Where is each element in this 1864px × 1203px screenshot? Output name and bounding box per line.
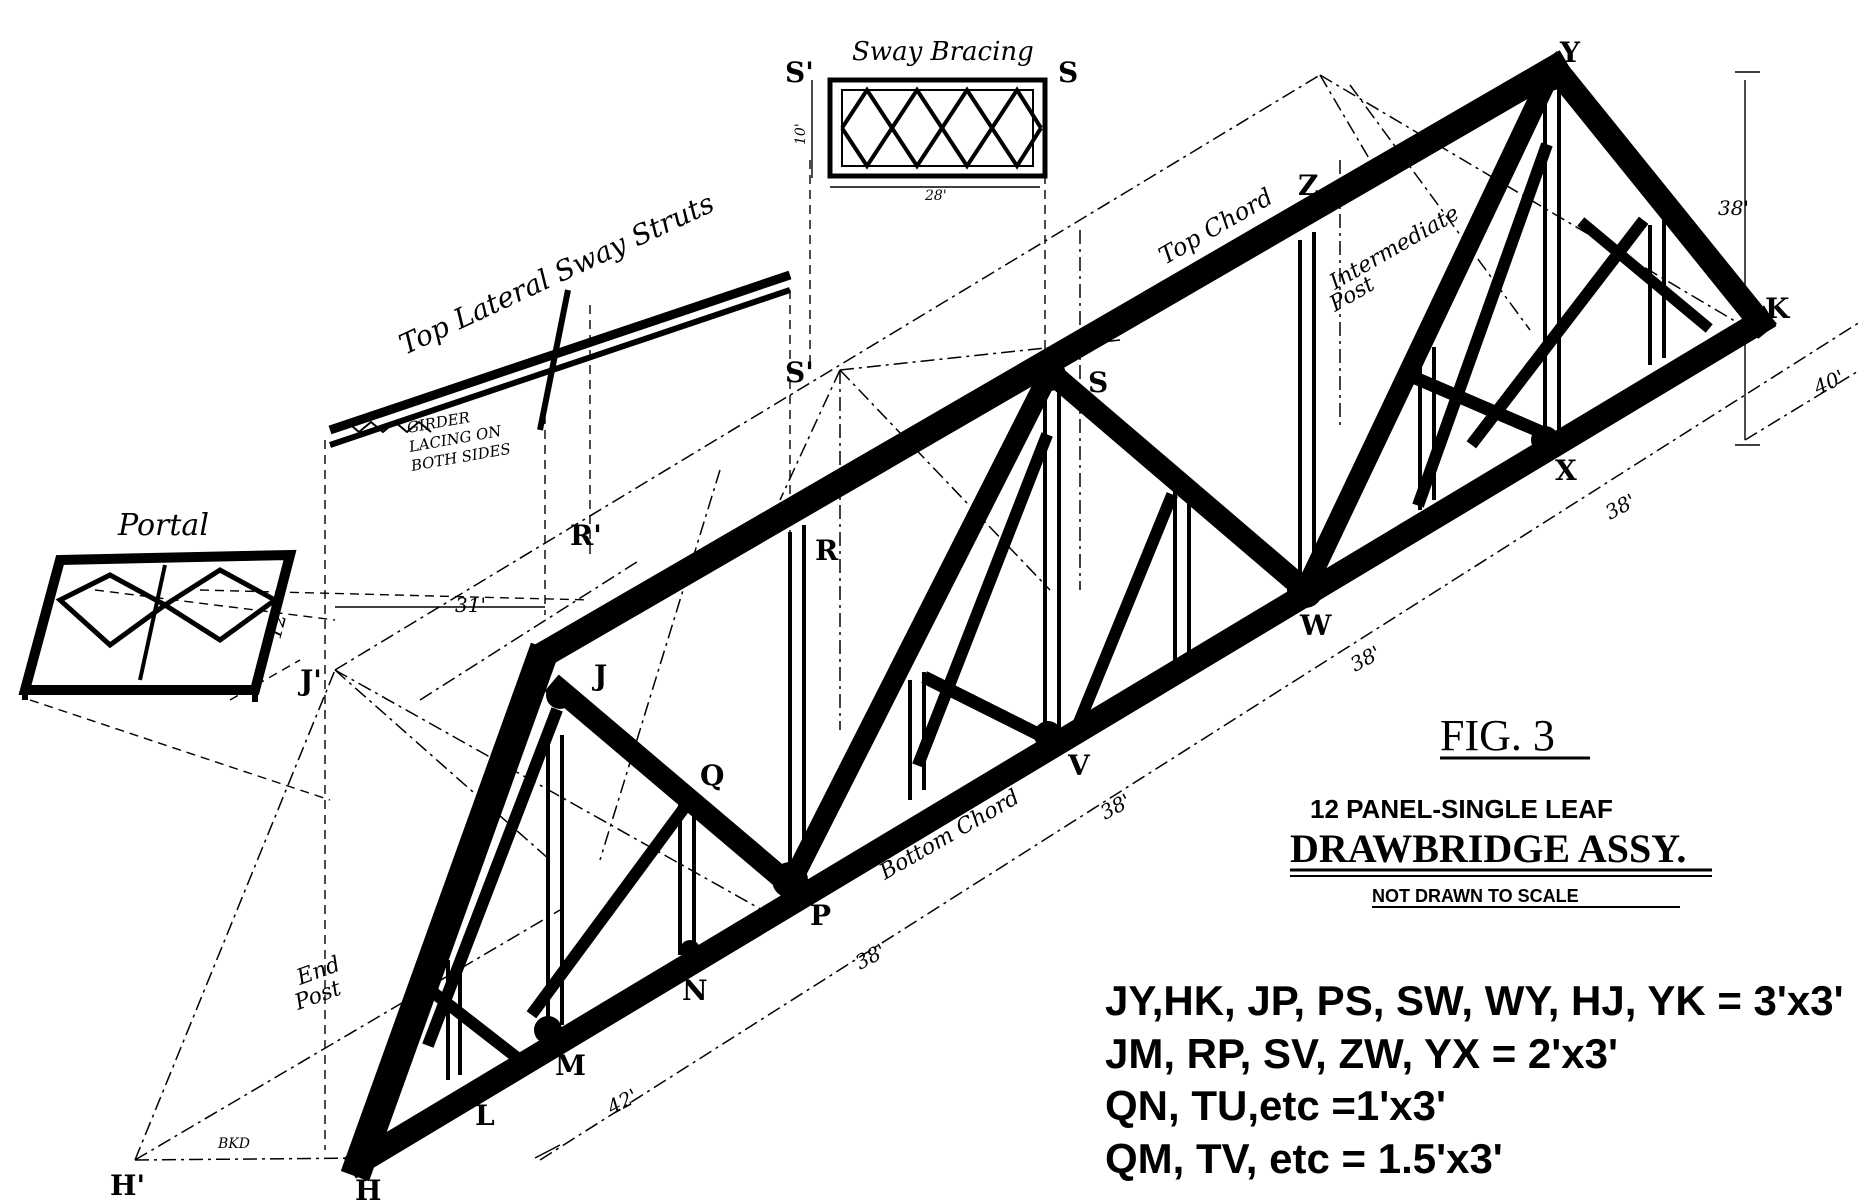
node-N: N <box>682 974 708 1007</box>
dim-portal-height: 12' <box>262 605 293 641</box>
node-V: V <box>1067 749 1091 782</box>
dim-sway-width: 28' <box>924 188 947 204</box>
node-S-prime-low: S' <box>785 356 814 389</box>
dim-panel-WV: 38' <box>1346 641 1385 677</box>
node-K: K <box>1765 292 1791 325</box>
title-block: FIG. 3 12 PANEL-SINGLE LEAF DRAWBRIDGE A… <box>1290 711 1712 908</box>
portal-label: Portal <box>117 508 209 543</box>
dim-panel-XW: 38' <box>1601 489 1640 525</box>
sway-bracing-label: Sway Bracing <box>852 37 1034 67</box>
top-lateral-struts <box>328 270 792 448</box>
truss-posts <box>446 88 1666 1080</box>
node-H-prime: H' <box>110 1169 145 1202</box>
dim-panel-VP: 38' <box>1096 789 1135 825</box>
fig-label: FIG. 3 <box>1440 711 1555 760</box>
node-H: H <box>355 1174 381 1203</box>
node-R: R <box>815 534 839 567</box>
dim-width: 40' <box>1809 365 1848 400</box>
dim-portal-span: 31' <box>455 593 486 617</box>
node-S: S <box>1088 366 1108 399</box>
dim-height: 38' <box>1718 196 1749 220</box>
member-size-line-3: QN, TU,etc =1'x3' <box>1105 1082 1446 1129</box>
node-S-top: S <box>1058 56 1078 89</box>
node-J-prime: J' <box>297 664 322 697</box>
node-Z: Z <box>1298 169 1318 202</box>
node-P: P <box>810 899 831 932</box>
initials-label: BKD <box>217 1136 250 1152</box>
fig-note: NOT DRAWN TO SCALE <box>1372 886 1579 906</box>
dimension-lines <box>335 71 1760 1159</box>
member-size-line-1: JY,HK, JP, PS, SW, WY, HJ, YK = 3'x3' <box>1105 977 1844 1024</box>
node-labels: Y K X W S Z V R P Q J N M L H H' J' R' S… <box>110 36 1791 1203</box>
fig-subtitle: 12 PANEL-SINGLE LEAF <box>1310 794 1613 824</box>
member-size-line-4: QM, TV, etc = 1.5'x3' <box>1105 1135 1503 1182</box>
sway-bracing-panel <box>827 77 1048 179</box>
dim-panel-PN: 38' <box>851 939 890 975</box>
node-X: X <box>1555 454 1577 487</box>
node-R-prime: R' <box>570 519 602 552</box>
dim-panel-HL: 42' <box>602 1084 641 1120</box>
gusset-plates <box>360 59 1566 1160</box>
node-M: M <box>555 1049 586 1082</box>
node-J: J <box>591 659 607 692</box>
member-size-line-2: JM, RP, SV, ZW, YX = 2'x3' <box>1105 1030 1618 1077</box>
node-Q: Q <box>700 759 724 792</box>
node-Y: Y <box>1559 36 1581 69</box>
member-size-table: JY,HK, JP, PS, SW, WY, HJ, YK = 3'x3' JM… <box>1105 977 1844 1182</box>
node-S-prime-top: S' <box>785 56 814 89</box>
dim-sway-height: 10' <box>793 123 809 145</box>
fig-title: DRAWBRIDGE ASSY. <box>1290 826 1686 871</box>
portal-frame <box>18 549 297 702</box>
node-L: L <box>475 1099 495 1132</box>
node-W: W <box>1299 609 1332 642</box>
